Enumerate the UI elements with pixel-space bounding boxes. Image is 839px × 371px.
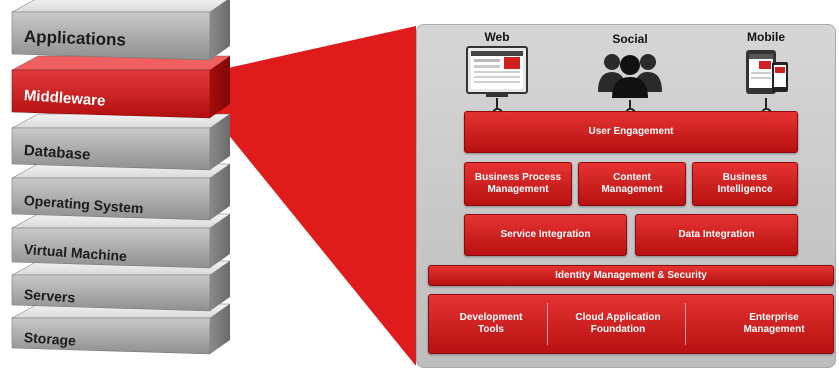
stack-layer-label: Applications	[24, 27, 127, 50]
identity-management-security-box: Identity Management & Security	[428, 265, 834, 286]
stack-layer-applications: Applications	[11, 0, 230, 61]
channel-web-label: Web	[484, 30, 510, 44]
stack-layer-middleware: Middleware	[11, 55, 231, 119]
stack-layer-label: Middleware	[23, 87, 106, 110]
stack-layer-label: Virtual Machine	[23, 241, 127, 264]
channel-mobile-label: Mobile	[747, 30, 785, 44]
user-engagement-box: User Engagement	[464, 111, 798, 153]
development-tools-cell: Development Tools	[459, 312, 523, 335]
web-browser-icon	[466, 46, 528, 103]
callout-wedge	[210, 26, 416, 366]
middleware-panel: Web Social	[416, 24, 836, 368]
data-integration-box: Data Integration	[635, 214, 798, 256]
stack-layer-label: Storage	[23, 329, 76, 349]
stack-layer-label: Servers	[23, 286, 76, 306]
channel-social-label: Social	[612, 32, 648, 46]
stack-layer-virtual-machine: Virtual Machine	[11, 213, 231, 269]
cloud-application-foundation-cell: Cloud Application Foundation	[575, 312, 661, 335]
people-group-icon	[594, 48, 666, 103]
stack-layer-label: Database	[23, 142, 91, 164]
tablet-phone-icon	[744, 46, 792, 103]
enterprise-management-cell: Enterprise Management	[743, 312, 805, 335]
stack-layer-servers: Servers	[11, 260, 231, 312]
stack-layer-storage: Storage	[11, 303, 231, 355]
business-process-management-box: Business Process Management	[464, 162, 572, 206]
business-intelligence-box: Business Intelligence	[692, 162, 798, 206]
foundation-group: Development Tools Cloud Application Foun…	[428, 294, 834, 354]
service-integration-box: Service Integration	[464, 214, 627, 256]
stack-layer-operating-system: Operating System	[11, 163, 231, 221]
stack-layer-database: Database	[11, 113, 231, 171]
content-management-box: Content Management	[578, 162, 686, 206]
